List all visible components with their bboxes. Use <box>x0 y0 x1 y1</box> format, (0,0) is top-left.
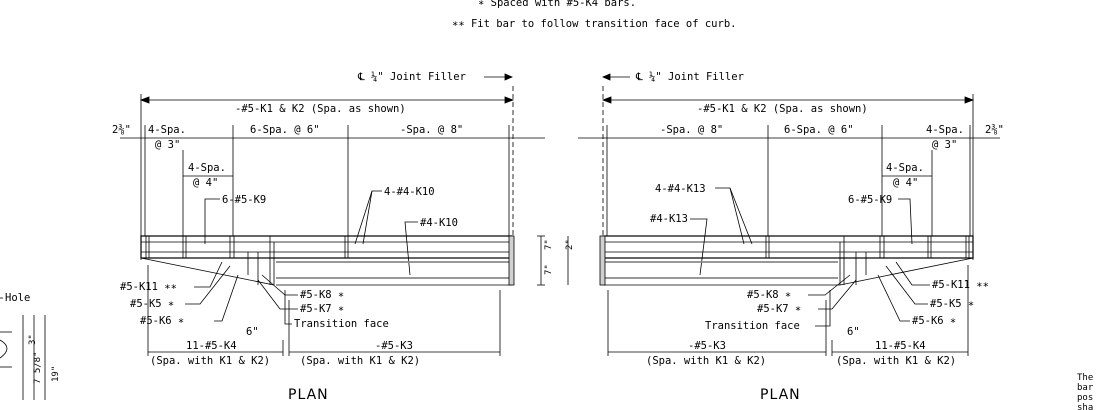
right-k1k2-label: -#5-K1 & K2 (Spa. as shown) <box>697 103 868 115</box>
left-k10-a-label: 4-#4-K10 <box>384 186 435 198</box>
right-k3-label: -#5-K3 <box>688 340 726 352</box>
left-k11-label: #5-K11 ∗∗ <box>120 281 177 293</box>
right-spa4-b: 4-Spa. <box>886 162 924 174</box>
left-k1k2-label: -#5-K1 & K2 (Spa. as shown) <box>235 103 406 115</box>
right-k11-label: #5-K11 ∗∗ <box>932 279 989 291</box>
left-joint-filler-label: ℄ ¼" Joint Filler <box>357 71 466 83</box>
gap-dim-upper: 7" <box>544 239 554 250</box>
right-six-in: 6" <box>847 326 860 338</box>
left-spa4-a: 4-Spa. <box>148 124 186 136</box>
left-spa4-b: 4-Spa. <box>188 162 226 174</box>
left-end-dim: 2⅜" <box>112 124 131 136</box>
right-k7-label: #5-K7 ∗ <box>757 303 801 315</box>
left-edge-dim2: 7 5/8" <box>33 351 43 384</box>
right-k9-label: 6-#5-K9 <box>848 194 892 206</box>
right-spa4-a-at: @ 3" <box>932 139 957 151</box>
left-k5-label: #5-K5 ∗ <box>130 298 174 310</box>
gap-dim-upper-b: 2" <box>565 239 575 250</box>
right-transition-label: Transition face <box>705 320 800 332</box>
right-edge-note: The bar pos sha <box>1077 373 1094 410</box>
left-k3-label: -#5-K3 <box>375 340 413 352</box>
right-joint-filler-label: ℄ ¼" Joint Filler <box>635 71 744 83</box>
right-edge-line1: The <box>1077 373 1093 383</box>
gap-dim-lower: 7" <box>544 264 554 275</box>
right-k8-label: #5-K8 ∗ <box>747 289 791 301</box>
left-k7-label: #5-K7 ∗ <box>300 303 344 315</box>
right-end-dim: 2⅜" <box>985 124 1004 136</box>
left-spa8: -Spa. @ 8" <box>400 124 463 136</box>
left-k3-spa: (Spa. with K1 & K2) <box>300 355 420 367</box>
right-spa6: 6-Spa. @ 6" <box>784 124 854 136</box>
left-k9-label: 6-#5-K9 <box>222 194 266 206</box>
left-spa6: 6-Spa. @ 6" <box>250 124 320 136</box>
right-k4-label: 11-#5-K4 <box>875 340 926 352</box>
right-k4-spa: (Spa. with K1 & K2) <box>836 355 956 367</box>
right-spa4-a: 4-Spa. <box>926 124 964 136</box>
left-k8-label: #5-K8 ∗ <box>300 289 344 301</box>
left-k6-label: #5-K6 ∗ <box>140 315 184 327</box>
left-k4-spa: (Spa. with K1 & K2) <box>150 355 270 367</box>
right-edge-line3: pos <box>1077 393 1093 403</box>
left-edge-dim3: 19" <box>51 366 61 382</box>
right-k3-spa: (Spa. with K1 & K2) <box>646 355 766 367</box>
right-spa4-b-at: @ 4" <box>893 177 918 189</box>
left-k10-b-label: #4-K10 <box>420 217 458 229</box>
right-plan-title: PLAN <box>760 387 801 403</box>
right-k13-a-label: 4-#4-K13 <box>655 183 706 195</box>
note-fit-bar: ∗∗ Fit bar to follow transition face of … <box>452 18 736 30</box>
left-spa4-b-at: @ 4" <box>193 177 218 189</box>
left-k4-label: 11-#5-K4 <box>186 340 237 352</box>
joint-gap: 7" 2" 7" <box>537 235 575 286</box>
left-edge-detail: Hole 3" 7 5/8" 19" <box>0 292 61 400</box>
left-spa4-a-at: @ 3" <box>155 139 180 151</box>
left-six-in: 6" <box>246 326 259 338</box>
left-edge-hole: Hole <box>5 292 30 304</box>
right-k13-b-label: #4-K13 <box>650 213 688 225</box>
right-k6-label: #5-K6 ∗ <box>912 315 956 327</box>
left-transition-label: Transition face <box>294 318 389 330</box>
note-spaced-k4: ∗ Spaced with #5-K4 bars. <box>478 0 636 9</box>
right-edge-line4: sha <box>1077 403 1093 410</box>
right-spa8: -Spa. @ 8" <box>660 124 723 136</box>
left-plan: ℄ ¼" Joint Filler -#5-K1 & K2 (Spa. as s… <box>112 71 545 403</box>
right-k5-label: #5-K5 ∗ <box>930 298 974 310</box>
left-plan-title: PLAN <box>288 387 329 403</box>
right-plan: ℄ ¼" Joint Filler -#5-K1 & K2 (Spa. as s… <box>578 71 1004 403</box>
left-edge-dim1: 3" <box>28 334 38 345</box>
right-edge-line2: bar <box>1077 383 1094 393</box>
